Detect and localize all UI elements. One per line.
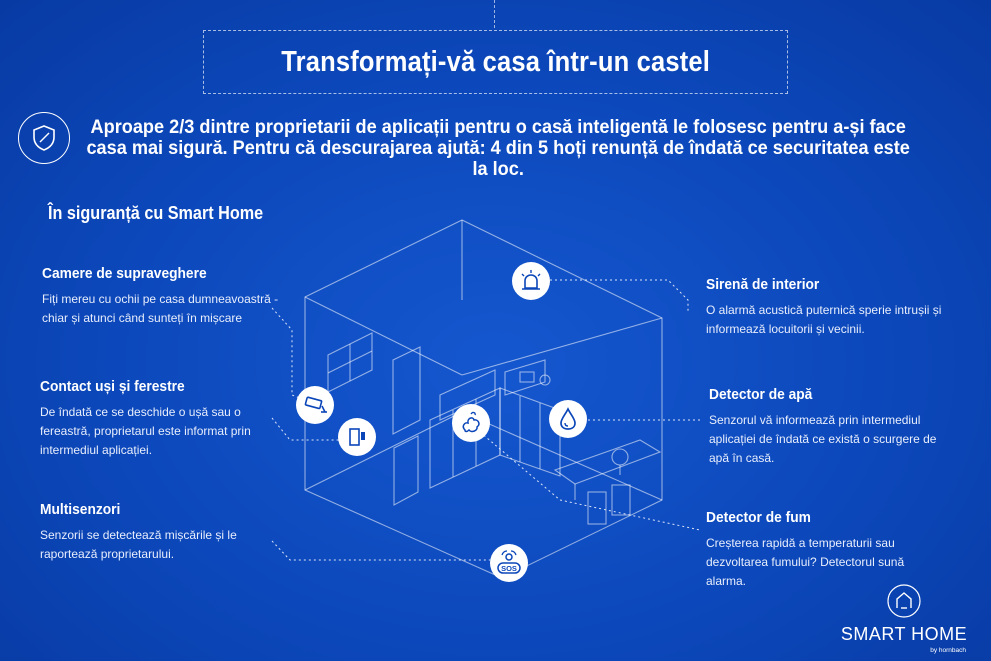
feature-text: Senzorul vă informează prin intermediul … [709, 413, 937, 465]
feature-title: Camere de supraveghere [42, 266, 207, 282]
feature-siren: Sirenă de interior O alarmă acustică put… [706, 277, 946, 339]
feature-text: Fiți mereu cu ochii pe casa dumneavoastr… [42, 292, 279, 325]
feature-cameras: Camere de supraveghere Fiți mereu cu och… [42, 266, 292, 328]
siren-icon [512, 262, 550, 300]
feature-text: Senzorii se detectează mișcările și le r… [40, 528, 237, 561]
feature-text: Creșterea rapidă a temperaturii sau dezv… [706, 536, 905, 588]
smoke-icon [452, 404, 490, 442]
sos-multisensor-icon: SOS [490, 544, 528, 582]
title-box: Transformați-vă casa într-un castel [203, 30, 788, 94]
page-title: Transformați-vă casa într-un castel [281, 45, 710, 78]
feature-title: Detector de apă [709, 387, 813, 403]
logo-byline: by hornbach [930, 647, 966, 654]
smart-home-logo: SMART HOME by hornbach [834, 583, 974, 654]
house-logo-icon [887, 584, 921, 618]
feature-smoke: Detector de fum Creșterea rapidă a tempe… [706, 510, 934, 591]
feature-text: O alarmă acustică puternică sperie intru… [706, 303, 942, 336]
top-connector-line [494, 0, 495, 28]
section-subtitle: În siguranță cu Smart Home [48, 203, 264, 223]
feature-text: De îndată ce se deschide o ușă sau o fer… [40, 405, 251, 457]
sos-label: SOS [501, 564, 517, 573]
shield-icon [18, 112, 70, 164]
feature-multisensor: Multisenzori Senzorii se detectează mișc… [40, 502, 270, 564]
feature-title: Contact uși și ferestre [40, 379, 185, 395]
feature-water: Detector de apă Senzorul vă informează p… [709, 387, 954, 468]
door-contact-icon [338, 418, 376, 456]
logo-brand: SMART HOME [840, 624, 968, 644]
water-drop-icon [549, 400, 587, 438]
feature-contacts: Contact uși și ferestre De îndată ce se … [40, 379, 278, 460]
feature-title: Detector de fum [706, 510, 811, 526]
feature-title: Multisenzori [40, 502, 121, 518]
camera-icon [296, 386, 334, 424]
feature-title: Sirenă de interior [706, 277, 820, 293]
intro-text: Aproape 2/3 dintre proprietarii de aplic… [86, 116, 910, 180]
